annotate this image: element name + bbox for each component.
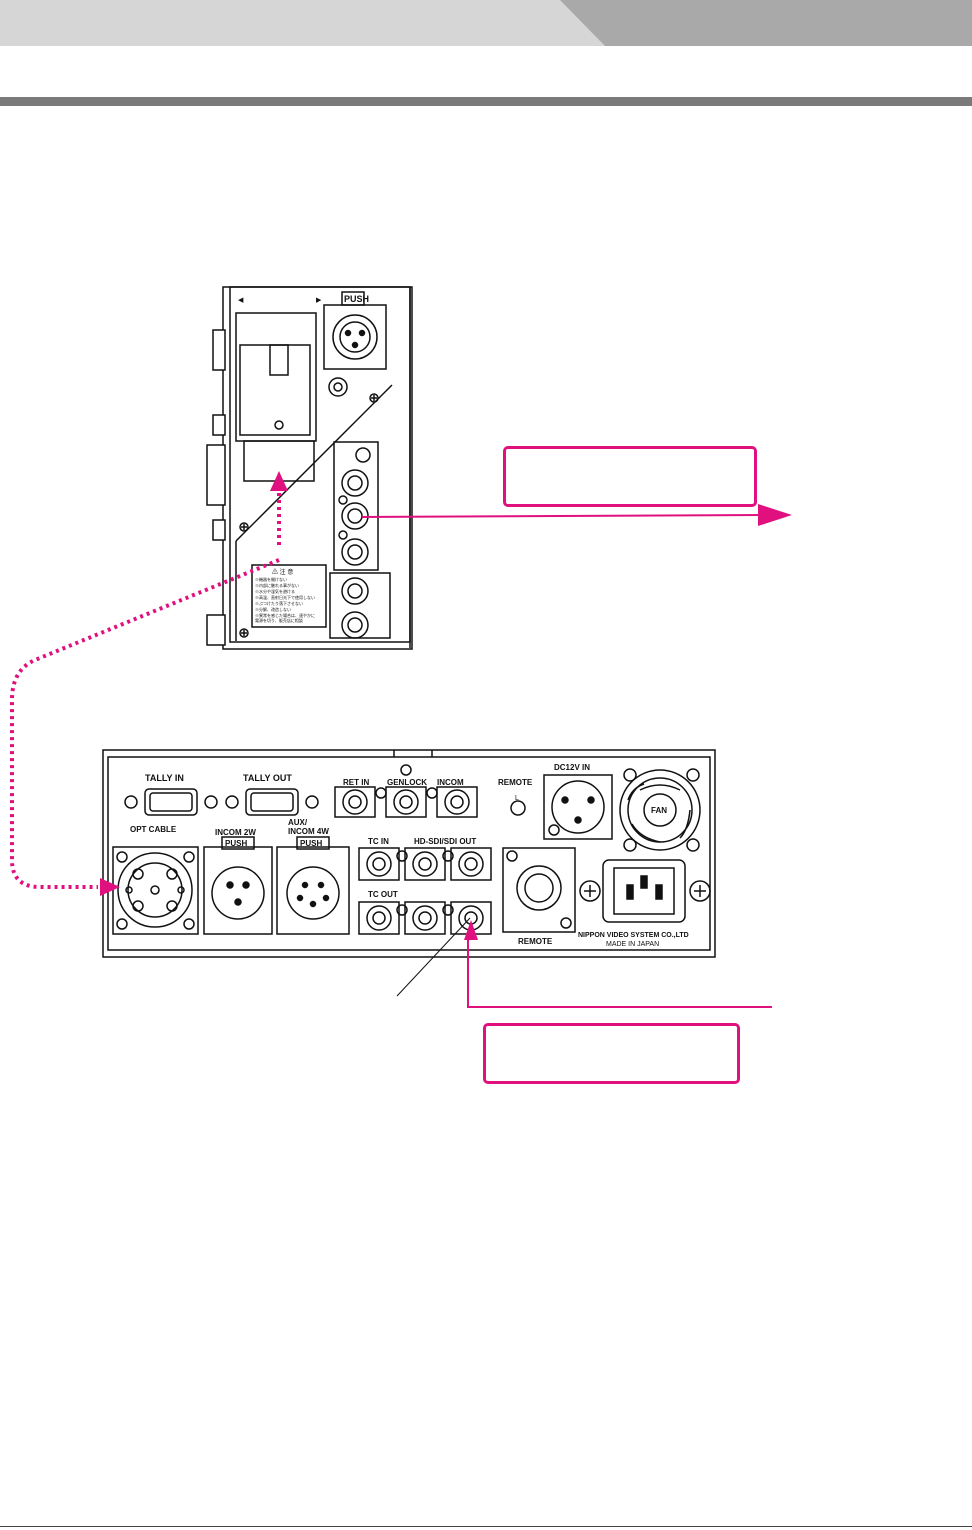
incom-4w-label: INCOM 4W <box>288 827 329 836</box>
optical-arrow-right <box>100 878 120 896</box>
header-rule <box>0 97 972 106</box>
hd-sdi-out-label: HD-SDI/SDI OUT <box>414 837 476 846</box>
optical-arrow-up <box>270 471 288 491</box>
connection-diagram: ◀ ▶ PUSH ⚠ 注 意 <box>10 286 792 1008</box>
svg-text:◀: ◀ <box>238 297 244 304</box>
rear-panel-labels: TALLY IN TALLY OUT RET IN GENLOCK INCOM … <box>130 763 689 948</box>
tally-in-label: TALLY IN <box>145 773 184 783</box>
camera-push-label: PUSH <box>344 294 369 304</box>
remote-led-label: L <box>515 795 519 802</box>
opt-cable-label: OPT CABLE <box>130 825 177 834</box>
connection-lines <box>10 471 792 1008</box>
warning-line: ※分解、改造しない <box>255 606 291 612</box>
push-left-label: PUSH <box>225 839 247 848</box>
remote-bottom-label: REMOTE <box>518 937 553 946</box>
svg-text:▶: ▶ <box>316 297 322 304</box>
tally-out-label: TALLY OUT <box>243 773 292 783</box>
genlock-label: GENLOCK <box>387 778 427 787</box>
warning-line: ※水分や湿気を避ける <box>255 588 295 594</box>
callout-top-box <box>503 446 757 507</box>
ret-in-label: RET IN <box>343 778 369 787</box>
warning-line: ※機器を開けない <box>255 576 287 582</box>
incom-2w-label: INCOM 2W <box>215 828 256 837</box>
fan-label: FAN <box>651 806 667 815</box>
remote-top-label: REMOTE <box>498 778 533 787</box>
tc-in-label: TC IN <box>368 837 389 846</box>
header-band <box>0 0 972 46</box>
warning-line: ※内部に触れる事がない <box>255 582 299 588</box>
camera-output-line <box>361 514 771 518</box>
base-station-rear-panel <box>102 749 716 958</box>
aux-label: AUX/ <box>288 818 308 827</box>
warning-line: ※高温、直射日光下で使用しない <box>255 594 315 600</box>
warning-line: ※ぶつけたり落下させない <box>255 600 303 606</box>
footer-rule <box>0 1526 972 1527</box>
push-right-label: PUSH <box>300 839 322 848</box>
callout-bottom-box <box>483 1023 740 1084</box>
warning-label: ⚠ 注 意 ※機器を開けない ※内部に触れる事がない ※水分や湿気を避ける ※高… <box>255 568 315 623</box>
camera-adapter-side-view: ◀ ▶ <box>206 286 413 650</box>
warning-heading: ⚠ 注 意 <box>272 568 293 576</box>
optical-cable-route <box>10 490 281 889</box>
warning-line: 電源を切り、販売店に相談 <box>255 617 303 623</box>
tc-out-label: TC OUT <box>368 890 398 899</box>
dc-in-label: DC12V IN <box>554 763 590 772</box>
maker-label: NIPPON VIDEO SYSTEM CO.,LTD <box>578 932 689 939</box>
incom-label: INCOM <box>437 778 464 787</box>
made-in-label: MADE IN JAPAN <box>606 941 659 948</box>
camera-output-arrow <box>758 504 792 526</box>
leader-line <box>396 917 471 997</box>
base-output-arrow <box>464 920 478 940</box>
warning-line: ※異常を感じた場合は、速やかに <box>255 612 315 618</box>
